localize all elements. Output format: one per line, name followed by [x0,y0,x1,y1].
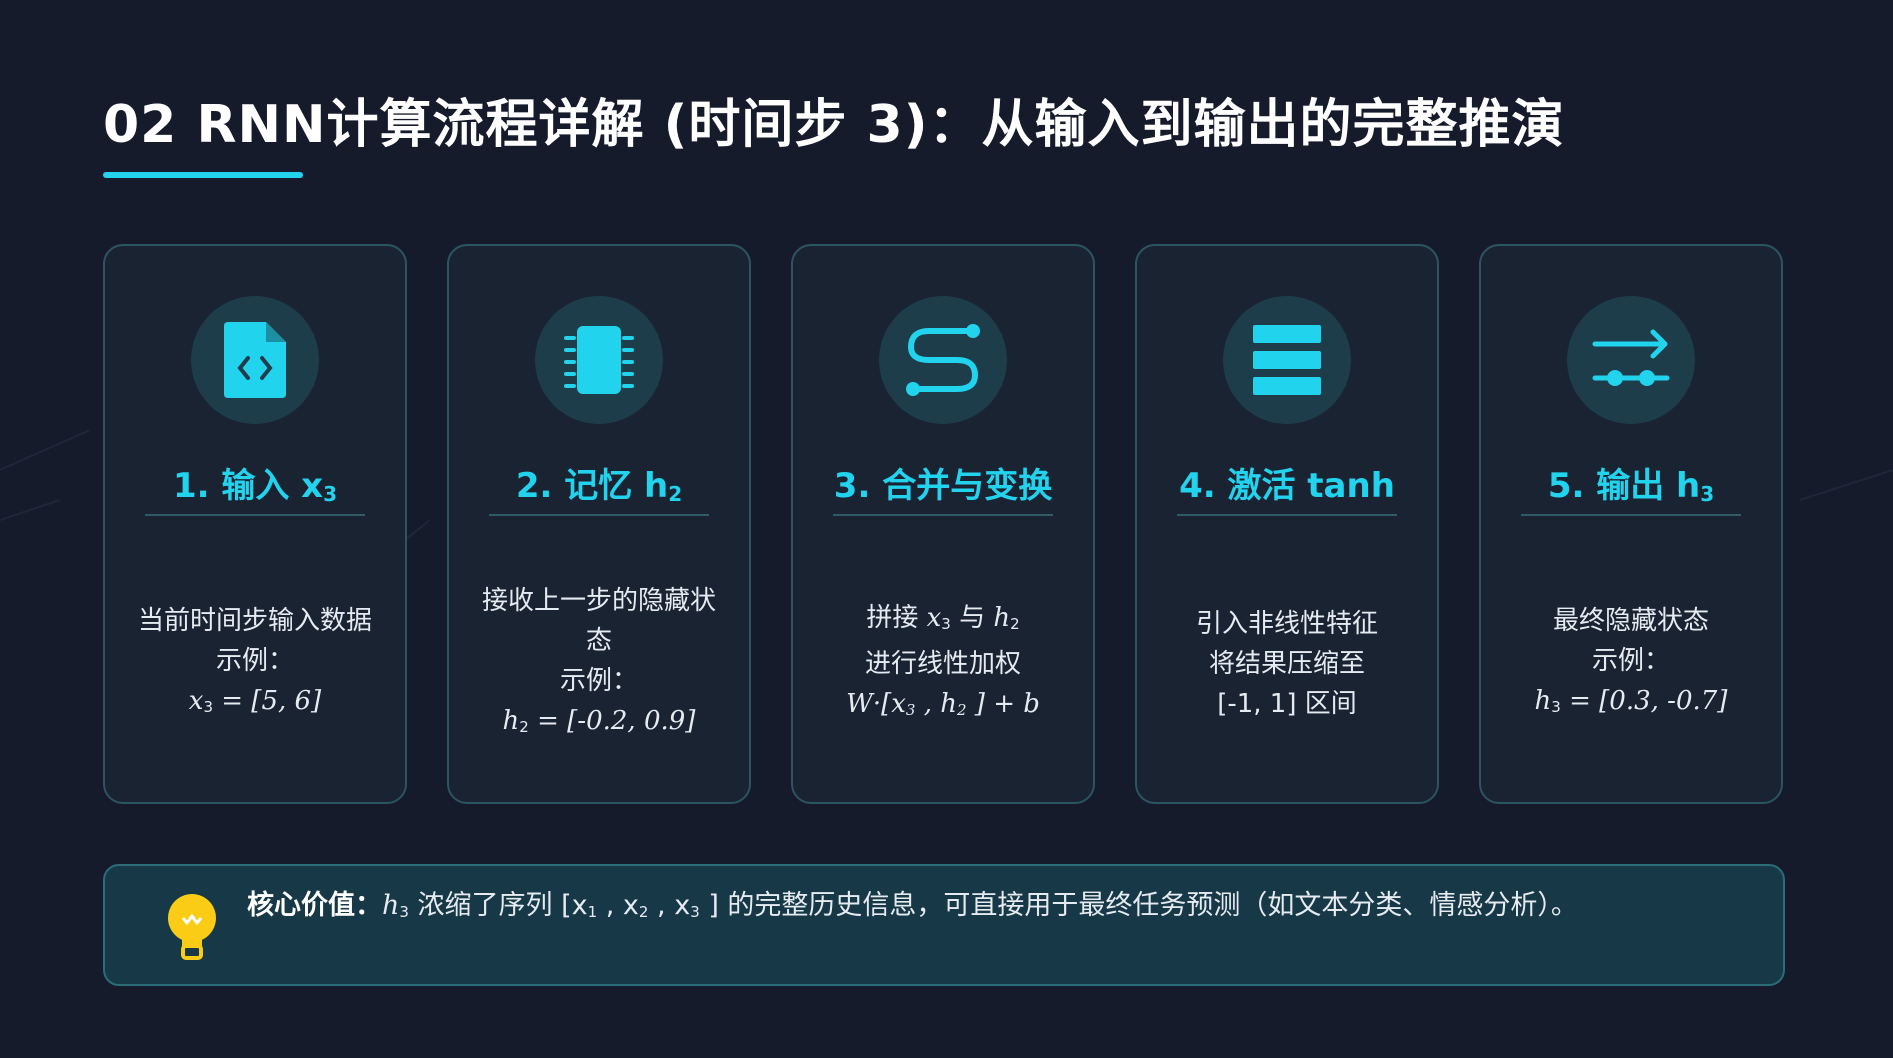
core-value-banner: 核心价值：h3 浓缩了序列 [x1 , x2 , x3 ] 的完整历史信息，可直… [103,864,1785,986]
card-title: 1. 输入 x3 [172,466,338,506]
card-description: 最终隐藏状态 示例： h3 = [0.3, -0.7] [1534,606,1728,716]
card-description: 接收上一步的隐藏状 态 示例： h2 = [-0.2, 0.9] [481,586,716,736]
card-title: 5. 输出 h3 [1547,466,1715,506]
banner-text: 核心价值：h3 浓缩了序列 [x1 , x2 , x3 ] 的完整历史信息，可直… [247,890,1578,921]
step-card-input: 1. 输入 x3 当前时间步输入数据 示例： x3 = [5, 6] [103,244,407,804]
card-title: 3. 合并与变换 [833,466,1053,506]
step-card-memory: 2. 记忆 h2 接收上一步的隐藏状 态 示例： h2 = [-0.2, 0.9… [447,244,751,804]
card-title: 2. 记忆 h2 [515,466,683,506]
card-divider [1521,514,1741,516]
card-description: 当前时间步输入数据 示例： x3 = [5, 6] [137,606,372,716]
route-merge-icon [879,296,1007,424]
card-divider [489,514,709,516]
step-card-merge: 3. 合并与变换 拼接 x3 与 h2 进行线性加权 W·[x3 , h2 ] … [791,244,1095,804]
card-divider [833,514,1053,516]
lightbulb-icon [165,894,219,964]
memory-chip-icon [535,296,663,424]
step-card-activation: 4. 激活 tanh 引入非线性特征 将结果压缩至 [-1, 1] 区间 [1135,244,1439,804]
arrow-flow-icon [1567,296,1695,424]
step-card-output: 5. 输出 h3 最终隐藏状态 示例： h3 = [0.3, -0.7] [1479,244,1783,804]
card-title: 4. 激活 tanh [1179,466,1395,506]
card-description: 引入非线性特征 将结果压缩至 [-1, 1] 区间 [1195,609,1378,719]
file-code-icon [191,296,319,424]
bars-icon [1223,296,1351,424]
title-underline [103,172,303,178]
page-title: 02 RNN计算流程详解 (时间步 3)：从输入到输出的完整推演 [103,95,1565,155]
card-divider [1177,514,1397,516]
card-divider [145,514,365,516]
card-description: 拼接 x3 与 h2 进行线性加权 W·[x3 , h2 ] + b [846,603,1040,719]
